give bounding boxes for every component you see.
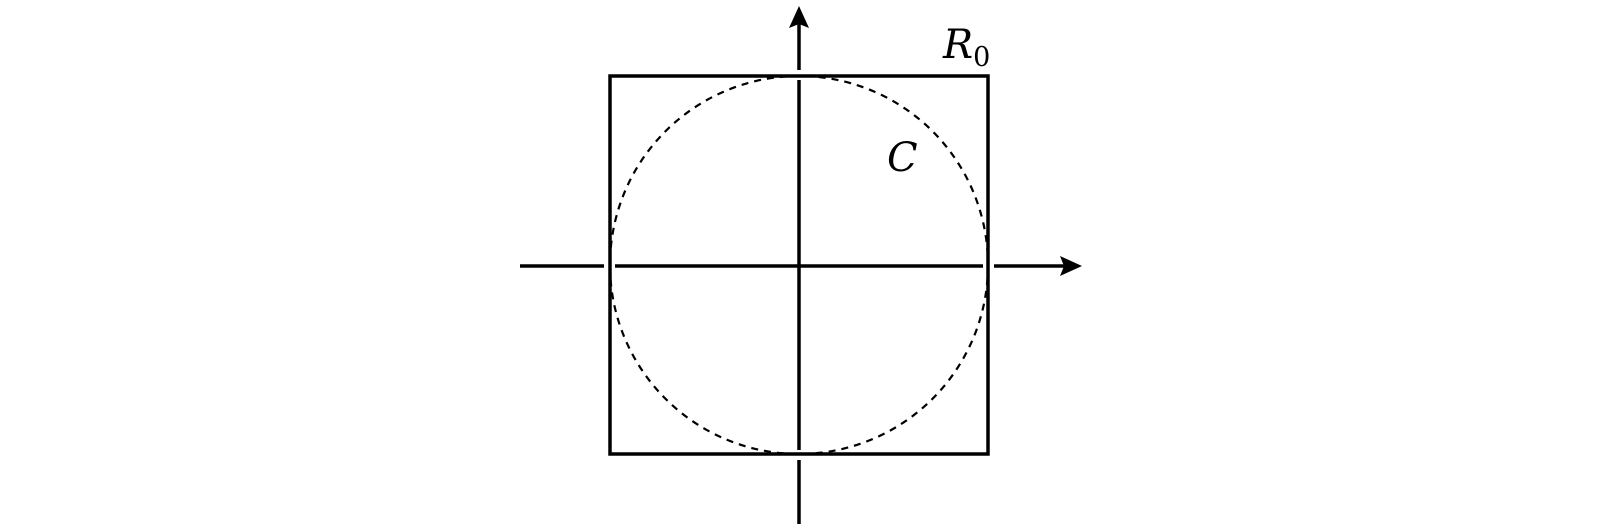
horizontal-axis: [520, 256, 1082, 276]
region-label-main: R: [942, 22, 973, 68]
x-axis-arrowhead: [1060, 256, 1082, 276]
region-label: R0: [942, 22, 990, 73]
region-label-subscript: 0: [973, 42, 990, 73]
y-axis-arrowhead: [789, 6, 809, 28]
dashed-circle: [608, 74, 990, 456]
vertical-axis: [789, 6, 809, 524]
curve-label: C: [887, 135, 918, 181]
